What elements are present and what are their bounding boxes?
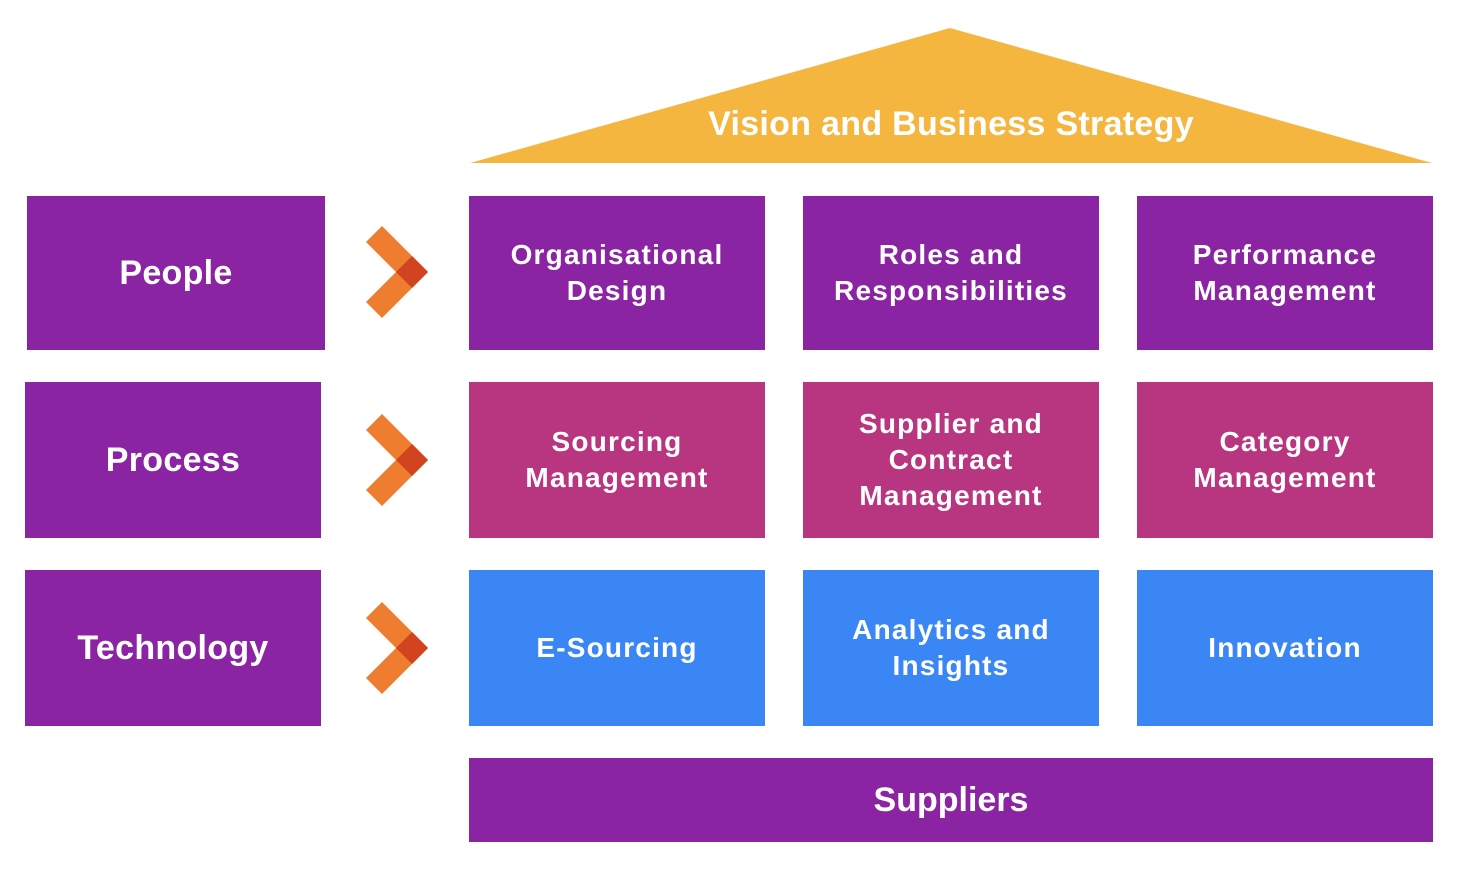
chevron-right-icon bbox=[366, 414, 428, 506]
chevron-right-icon bbox=[366, 602, 428, 694]
cell-category-management: Category Management bbox=[1137, 382, 1433, 538]
cell-label: Supplier and Contract Management bbox=[859, 408, 1043, 511]
pillar-technology: Technology bbox=[25, 570, 321, 726]
pillar-process: Process bbox=[25, 382, 321, 538]
cell-label: Roles and Responsibilities bbox=[834, 239, 1068, 306]
cell-e-sourcing: E-Sourcing bbox=[469, 570, 765, 726]
cell-label: E-Sourcing bbox=[536, 632, 698, 663]
cell-label: Analytics and Insights bbox=[852, 614, 1050, 681]
pillar-people: People bbox=[27, 196, 325, 350]
cell-roles-responsibilities: Roles and Responsibilities bbox=[803, 196, 1099, 350]
cell-label: Sourcing Management bbox=[525, 426, 709, 493]
cell-supplier-contract-management: Supplier and Contract Management bbox=[803, 382, 1099, 538]
cell-analytics-insights: Analytics and Insights bbox=[803, 570, 1099, 726]
cell-label: Performance Management bbox=[1192, 239, 1378, 306]
cell-label: Organisational Design bbox=[510, 239, 724, 306]
roof-label: Vision and Business Strategy bbox=[708, 104, 1194, 143]
cell-sourcing-management: Sourcing Management bbox=[469, 382, 765, 538]
cell-performance-management: Performance Management bbox=[1137, 196, 1433, 350]
cell-label: Innovation bbox=[1208, 632, 1362, 663]
foundation-suppliers: Suppliers bbox=[469, 758, 1433, 842]
cell-organisational-design: Organisational Design bbox=[469, 196, 765, 350]
chevron-right-icon bbox=[366, 226, 428, 318]
cell-label: Category Management bbox=[1193, 426, 1377, 493]
roof-triangle bbox=[470, 28, 1432, 163]
cell-innovation: Innovation bbox=[1137, 570, 1433, 726]
